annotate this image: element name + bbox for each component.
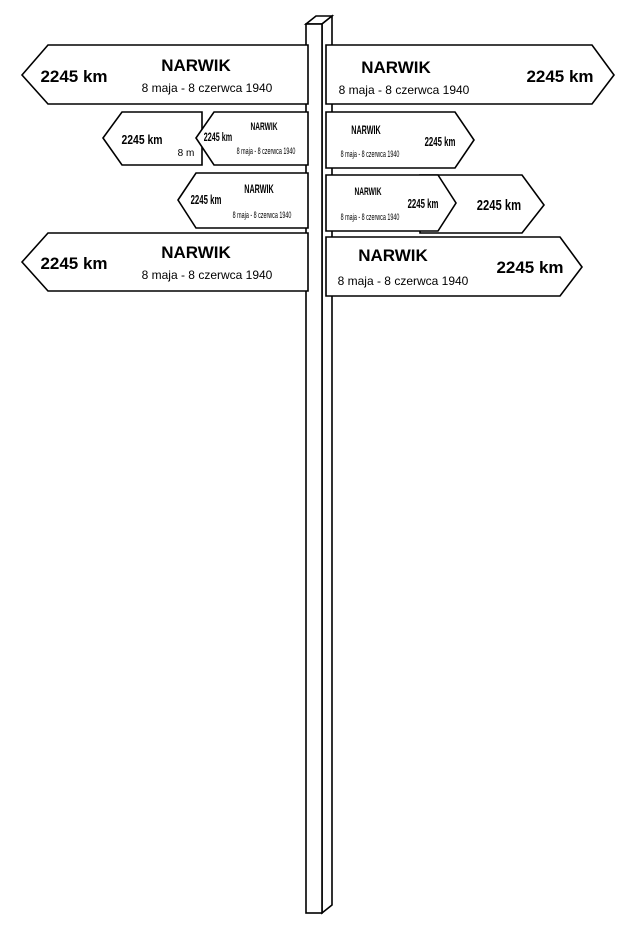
sign-distance: 2245 km <box>425 135 456 150</box>
sign-distance: 2245 km <box>204 131 233 144</box>
sign-row2-right: NARWIK 8 maja - 8 czerwca 1940 2245 km <box>325 111 475 169</box>
sign-dates: 8 maja - 8 czerwca 1940 <box>341 212 400 223</box>
sign-board <box>325 44 615 105</box>
sign-board <box>195 111 309 166</box>
sign-distance: 2245 km <box>477 196 521 213</box>
sign-board <box>325 174 457 232</box>
sign-dates: 8 maja - 8 czerwca 1940 <box>233 210 292 221</box>
sign-row3-right-front: NARWIK 8 maja - 8 czerwca 1940 2245 km <box>325 174 457 232</box>
sign-city: NARWIK <box>358 246 428 265</box>
sign-board <box>177 172 309 229</box>
sign-row2-left-front: 2245 km NARWIK 8 maja - 8 czerwca 1940 <box>195 111 309 166</box>
sign-distance: 2245 km <box>496 258 563 277</box>
sign-row1-left: 2245 km NARWIK 8 maja - 8 czerwca 1940 <box>20 44 309 105</box>
sign-dates: 8 maja - 8 czerwca 1940 <box>341 149 400 160</box>
sign-dates: 8 maja - 8 czerwca 1940 <box>142 81 273 95</box>
sign-city: NARWIK <box>244 183 274 196</box>
sign-distance: 2245 km <box>40 67 107 86</box>
sign-dates: 8 maja - 8 czerwca 1940 <box>339 83 470 97</box>
sign-row2-left-back: 2245 km 8 m <box>102 111 203 166</box>
sign-dates: 8 maja - 8 czerwca 1940 <box>338 274 469 288</box>
sign-distance: 2245 km <box>408 197 439 212</box>
sign-board <box>325 236 583 297</box>
sign-board <box>20 44 309 105</box>
pole-front <box>305 23 323 914</box>
sign-row4-right: NARWIK 8 maja - 8 czerwca 1940 2245 km <box>325 236 583 297</box>
sign-dates: 8 maja - 8 czerwca 1940 <box>142 268 273 282</box>
sign-city: NARWIK <box>351 124 381 137</box>
sign-row4-left: 2245 km NARWIK 8 maja - 8 czerwca 1940 <box>20 232 309 292</box>
sign-board <box>325 111 475 169</box>
sign-distance: 2245 km <box>121 133 162 147</box>
sign-city: NARWIK <box>161 243 231 262</box>
sign-dates: 8 maja - 8 czerwca 1940 <box>237 146 296 157</box>
sign-city: NARWIK <box>355 185 382 197</box>
sign-city: NARWIK <box>361 58 431 77</box>
signpost-pole <box>303 14 335 915</box>
sign-board <box>20 232 309 292</box>
sign-distance: 2245 km <box>191 193 222 208</box>
sign-row3-left: 2245 km NARWIK 8 maja - 8 czerwca 1940 <box>177 172 309 229</box>
sign-city: NARWIK <box>161 56 231 75</box>
sign-dates: 8 m <box>178 148 195 159</box>
sign-city: NARWIK <box>251 120 278 132</box>
sign-distance: 2245 km <box>40 254 107 273</box>
sign-distance: 2245 km <box>526 67 593 86</box>
sign-row1-right: NARWIK 8 maja - 8 czerwca 1940 2245 km <box>325 44 615 105</box>
